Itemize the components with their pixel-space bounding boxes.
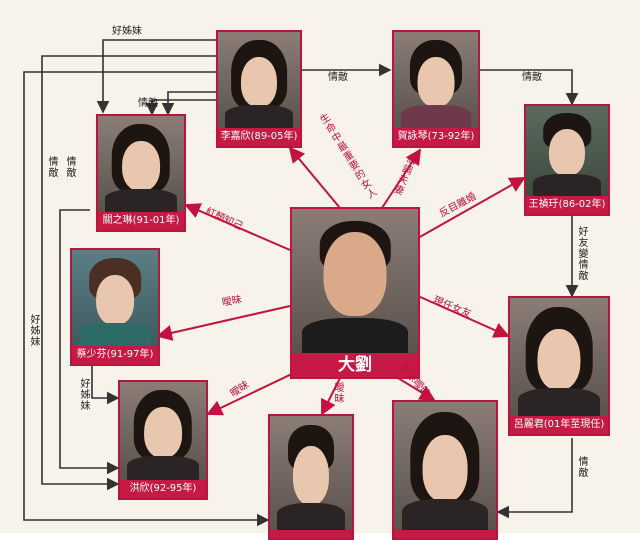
label-left-outer: 情敵	[46, 156, 57, 178]
nameplate-cai: 蔡少芬(91-97年)	[72, 346, 158, 364]
nameplate-bottom-mid	[270, 530, 352, 538]
label-left-inner: 情敵	[64, 156, 75, 178]
node-bottom-right[interactable]	[392, 400, 498, 540]
node-he[interactable]: 賀詠琴(73-92年)	[392, 30, 480, 148]
line-lv-bottom	[496, 438, 573, 519]
label-lv-bottom: 情敵	[576, 456, 587, 478]
nameplate-bottom-right	[394, 530, 496, 538]
node-li[interactable]: 李嘉欣(89-05年)	[216, 30, 302, 148]
nameplate-lv: 呂麗君(01年至現任)	[510, 416, 608, 434]
line-top-friends	[96, 39, 216, 114]
nameplate-he: 賀詠琴(73-92年)	[394, 128, 478, 146]
line-he-wang	[480, 69, 579, 106]
label-left-far: 好姊妹	[28, 314, 39, 347]
label-li-he: 情敵	[328, 72, 348, 83]
node-lv[interactable]: 呂麗君(01年至現任)	[508, 296, 610, 436]
line-left-far	[23, 71, 270, 527]
node-hong[interactable]: 洪欣(92-95年)	[118, 380, 208, 500]
spoke-cai	[156, 305, 291, 341]
portrait-he	[394, 32, 478, 128]
spoke-bottom-mid	[321, 377, 341, 416]
label-li-guan: 情敵	[138, 98, 158, 109]
nameplate-li: 李嘉欣(89-05年)	[218, 128, 300, 146]
spoke-wang	[417, 177, 526, 239]
portrait-wang	[526, 106, 608, 196]
portrait-guan	[98, 116, 184, 212]
node-guan[interactable]: 關之琳(91-01年)	[96, 114, 186, 232]
label-wang-lv: 好友變情敵	[576, 226, 587, 281]
line-top-to-guan	[145, 99, 216, 116]
node-center[interactable]: 大劉	[290, 207, 420, 379]
nameplate-wang: 王禎玗(86-02年)	[526, 196, 608, 214]
label-relation-bottom-mid: 曖昧	[332, 382, 343, 404]
portrait-lv	[510, 298, 608, 416]
portrait-li	[218, 32, 300, 128]
spoke-guan	[184, 203, 291, 251]
spoke-he	[381, 148, 422, 209]
center-name: 大劉	[292, 353, 418, 377]
line-left-outer	[41, 55, 216, 491]
center-portrait	[292, 209, 418, 353]
portrait-cai	[72, 250, 158, 346]
node-cai[interactable]: 蔡少芬(91-97年)	[70, 248, 160, 366]
nameplate-hong: 洪欣(92-95年)	[120, 480, 206, 498]
portrait-hong	[120, 382, 206, 480]
label-he-wang: 情敵	[522, 72, 542, 83]
label-top-friends: 好姊妹	[112, 26, 142, 37]
nameplate-guan: 關之琳(91-01年)	[98, 212, 184, 230]
spoke-li	[288, 146, 341, 209]
line-left-inner	[59, 209, 120, 475]
portrait-bottom-mid	[270, 416, 352, 530]
spoke-hong	[206, 371, 297, 416]
spoke-bottom-right	[397, 377, 436, 402]
node-wang[interactable]: 王禎玗(86-02年)	[524, 104, 610, 216]
node-bottom-mid[interactable]	[268, 414, 354, 540]
line-cai-hong	[91, 352, 120, 405]
label-cai-hong: 好姊妹	[78, 378, 89, 411]
line-li-guan	[161, 91, 216, 116]
portrait-bottom-right	[394, 402, 496, 530]
spoke-lv	[417, 295, 510, 338]
